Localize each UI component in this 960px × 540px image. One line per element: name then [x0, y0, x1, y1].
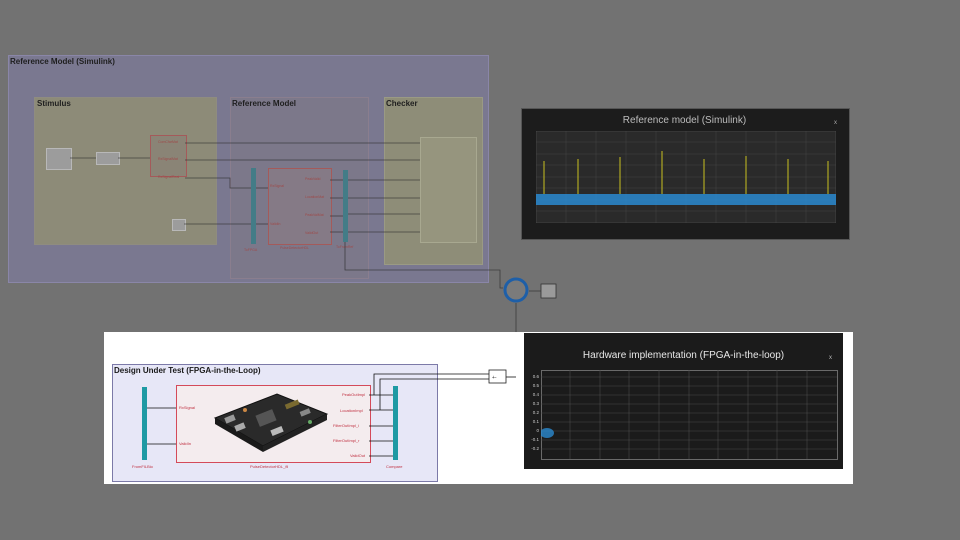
checker-block[interactable]: [420, 137, 477, 243]
hardware-scope-plot: [541, 370, 838, 460]
hw-ytick-8: -0.2: [531, 446, 539, 451]
ref-out-1: LocationMat: [305, 195, 325, 199]
stimulus-output-block[interactable]: [150, 135, 187, 177]
fil-out-3: FilterOutImpl_r: [333, 438, 360, 443]
stim-port-2: RxSignalReal: [158, 175, 180, 179]
ref-output-bus[interactable]: [343, 170, 348, 242]
fil-out-4: ValidOut: [350, 453, 366, 458]
ref-in-1: ValidIn: [270, 222, 281, 226]
reference-scope-close-icon[interactable]: x: [834, 120, 837, 126]
hw-ytick-1: 0.5: [532, 383, 539, 388]
ref-pulse-detector-block[interactable]: [268, 168, 332, 245]
fil-in-1: ValidIn: [179, 441, 191, 446]
hw-ytick-3: 0.3: [532, 401, 539, 406]
dut-title: Design Under Test (FPGA-in-the-Loop): [114, 366, 261, 375]
svg-text:+-: +-: [492, 375, 497, 381]
source-block[interactable]: [46, 148, 72, 170]
dut-input-bus-label: FromFILBio: [132, 464, 153, 469]
ref-in-0: RxSignal: [270, 184, 285, 188]
fil-out-2: FilterOutImpl_i: [333, 423, 360, 428]
ref-out-3: ValidOut: [305, 231, 319, 235]
hardware-scope-grid: [541, 370, 837, 459]
ref-input-bus[interactable]: [251, 168, 256, 244]
hw-ytick-2: 0.4: [532, 392, 539, 397]
compare-sum-circle[interactable]: [503, 277, 529, 303]
hardware-scope-window[interactable]: [524, 333, 843, 469]
ref-input-bus-label: ToFPGA: [244, 248, 258, 252]
reference-model-group-title: Reference Model: [232, 99, 297, 108]
dut-input-bus[interactable]: [142, 387, 147, 460]
checker-title: Checker: [386, 99, 418, 108]
reference-model-title: Reference Model (Simulink): [10, 57, 115, 66]
fil-in-0: RxSignal: [179, 405, 196, 410]
dut-output-bus[interactable]: [393, 386, 398, 460]
dut-output-bus-label: Compare: [386, 464, 403, 469]
hw-ytick-5: 0.1: [532, 419, 539, 424]
ref-block-label: PulseDetectorHDL: [280, 246, 309, 250]
reference-scope-plot: [536, 131, 836, 223]
stim-port-1: RxSignalMat: [158, 157, 178, 161]
fil-block-label: PulseDetectorHDL_fil: [250, 464, 289, 469]
stim-port-0: ComCfarMat: [158, 140, 178, 144]
hw-ytick-7: -0.1: [531, 437, 539, 442]
reference-scope-title: Reference model (Simulink): [622, 115, 747, 126]
fil-out-1: LocationImpl: [340, 408, 363, 413]
hw-ytick-6: 0: [536, 428, 539, 433]
hw-ytick-4: 0.2: [532, 410, 539, 415]
stimulus-title: Stimulus: [37, 99, 71, 108]
ref-out-0: PeakValid: [305, 177, 321, 181]
ref-out-2: PeakValMat: [305, 213, 324, 217]
hw-ytick-0: 0.6: [532, 374, 539, 379]
fil-out-0: PeakOutImpl: [342, 392, 366, 397]
buffer-block[interactable]: [96, 152, 120, 165]
hardware-scope-title: Hardware implementation (FPGA-in-the-loo…: [582, 350, 785, 361]
hardware-scope-close-icon[interactable]: x: [829, 355, 832, 361]
fpga-board-image: [213, 393, 329, 452]
constant-block[interactable]: [172, 219, 186, 231]
subtract-block[interactable]: [488, 369, 507, 384]
